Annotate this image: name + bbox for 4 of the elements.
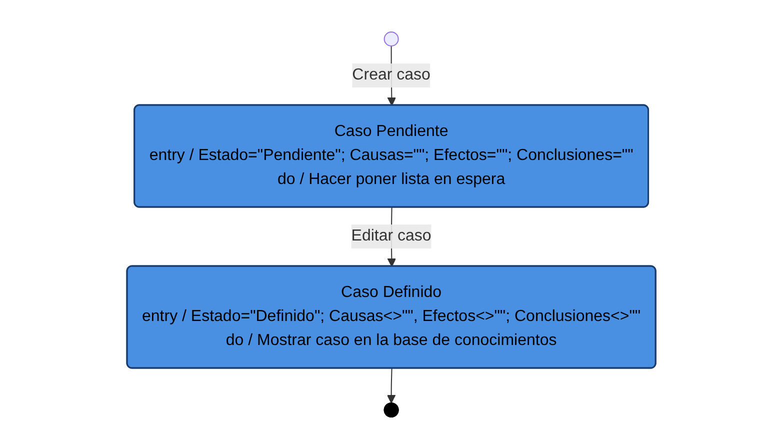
- arrow: [387, 368, 396, 403]
- node-circle: [384, 31, 399, 46]
- edge-label: Editar caso: [351, 227, 432, 244]
- edge-label: Crear caso: [352, 66, 431, 83]
